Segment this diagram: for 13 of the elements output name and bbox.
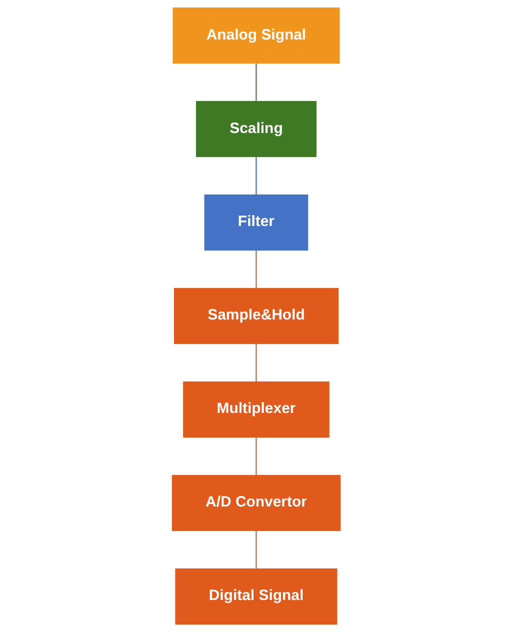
- connector: [255, 250, 257, 288]
- connector: [255, 531, 257, 568]
- node-box: Analog Signal: [172, 7, 340, 64]
- node-box: Scaling: [196, 100, 316, 158]
- connector: [255, 157, 257, 194]
- node-box: Filter: [204, 194, 308, 251]
- node-box: Sample&Hold: [174, 288, 338, 344]
- connector: [255, 344, 257, 382]
- node-box: Multiplexer: [182, 381, 330, 438]
- node-box: A/D Convertor: [172, 474, 340, 532]
- connector: [255, 438, 257, 475]
- connector: [255, 64, 257, 101]
- node-box: Digital Signal: [174, 568, 338, 625]
